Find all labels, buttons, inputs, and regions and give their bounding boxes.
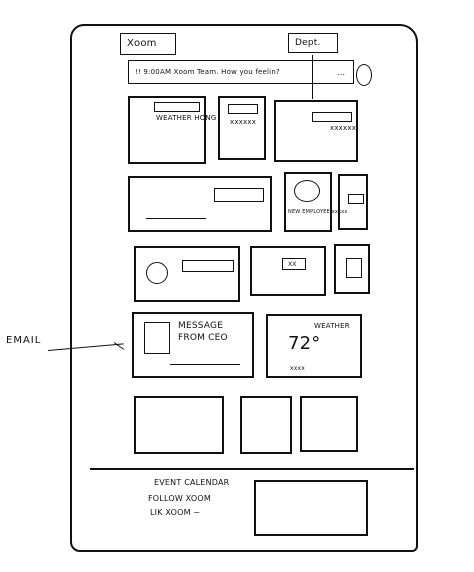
tile-row3-2[interactable]: XX [250, 246, 326, 296]
tile6-tag [348, 194, 364, 204]
tile-row5-1[interactable] [134, 396, 224, 454]
tile-row1-3[interactable]: xxxxxx [274, 100, 358, 162]
tile-row2-small[interactable] [338, 174, 368, 230]
tile-row5-3[interactable] [300, 396, 358, 452]
weather-caption: xxxx [290, 365, 306, 372]
tile2-tag [228, 104, 258, 114]
ceo-message-scribble [170, 364, 240, 365]
tile-row1-1[interactable]: WEATHER HONG [128, 96, 216, 164]
tile-row1-2[interactable]: xxxxxx [218, 96, 266, 160]
footer-box[interactable] [254, 480, 368, 536]
dept-label: Dept. [295, 38, 321, 48]
new-employee-photo [294, 180, 320, 202]
ticker-text: !! 9:00AM Xoom Team. How you feelin? [135, 68, 280, 76]
tile8-button[interactable]: XX [282, 258, 306, 270]
announcement-ticker[interactable]: !! 9:00AM Xoom Team. How you feelin? ... [128, 60, 354, 84]
ceo-message-title-1: MESSAGE [178, 321, 224, 331]
ceo-message-tile[interactable]: MESSAGE FROM CEO [132, 312, 254, 378]
tile7-tag [182, 260, 234, 272]
temperature-value: 72° [288, 333, 321, 354]
tile3-label: xxxxxx [330, 124, 357, 132]
logo-text: Xoom [127, 38, 157, 49]
footer-divider [90, 468, 414, 470]
ticker-more: ... [337, 68, 346, 77]
tile-row3-1[interactable] [134, 246, 240, 302]
ceo-message-title-2: FROM CEO [178, 333, 228, 343]
footer-event-calendar[interactable]: EVENT CALENDAR [154, 478, 230, 487]
tile1-tag [154, 102, 200, 112]
tile1-label: WEATHER HONG [156, 114, 217, 122]
logo-box[interactable]: Xoom [120, 33, 176, 55]
tile8-button-label: XX [288, 261, 297, 268]
tile-row5-2[interactable] [240, 396, 292, 454]
ceo-photo [144, 322, 170, 354]
tile-row2-wide[interactable] [128, 176, 272, 232]
ticker-refresh-icon[interactable] [356, 64, 372, 86]
tile-row3-3[interactable] [334, 244, 370, 294]
tile-new-employee[interactable]: NEW EMPLOYEE xxxxx [284, 172, 347, 232]
dept-pointer-line [312, 55, 313, 99]
tile4-scribble [146, 218, 206, 219]
tile3-tag [312, 112, 352, 122]
page-frame [70, 24, 418, 552]
tile9-image [346, 258, 362, 278]
smiley-icon [146, 262, 168, 284]
footer-follow-xoom[interactable]: FOLLOW XOOM [148, 494, 211, 503]
email-annotation: EMAIL [6, 335, 42, 346]
tile4-tag [214, 188, 264, 202]
footer-like-xoom[interactable]: LIK XOOM ~ [150, 508, 201, 517]
dept-dropdown[interactable]: Dept. [288, 33, 338, 53]
new-employee-label: NEW EMPLOYEE xxxxx [288, 209, 348, 215]
weather-label: WEATHER [314, 322, 350, 330]
weather-tile[interactable]: WEATHER 72° xxxx [266, 314, 362, 378]
tile2-label: xxxxxx [230, 118, 257, 126]
